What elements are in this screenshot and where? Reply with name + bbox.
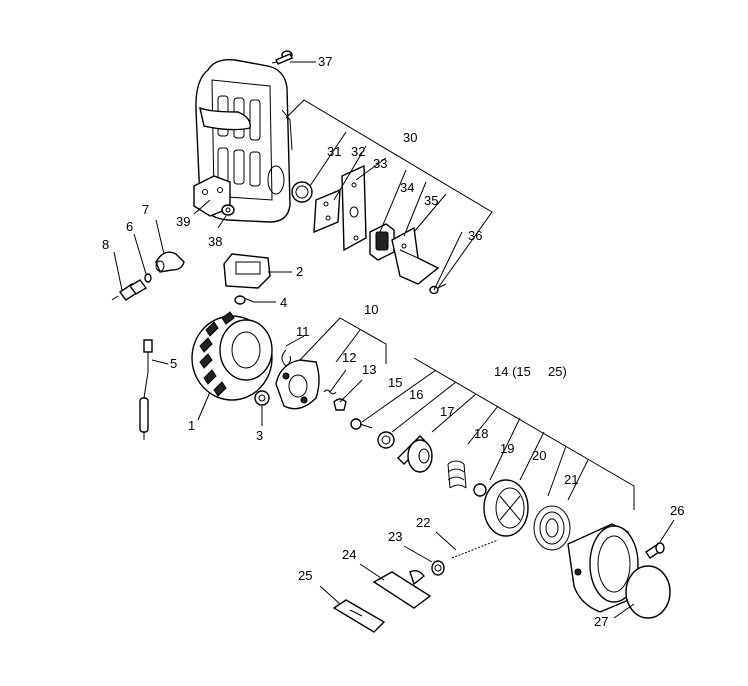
label-34: 34	[400, 180, 414, 195]
label-13: 13	[362, 362, 376, 377]
pulley-part	[483, 479, 529, 537]
screw-part-15	[350, 418, 373, 430]
guard-part	[391, 226, 440, 285]
label-17: 17	[440, 404, 454, 419]
label-14-end: 25)	[548, 364, 567, 379]
label-4: 4	[280, 295, 287, 310]
leader-lines	[113, 61, 675, 619]
label-23: 23	[388, 529, 402, 544]
label-38: 38	[208, 234, 222, 249]
label-18: 18	[474, 426, 488, 441]
spark-plug-part	[111, 279, 148, 301]
label-14: 14 (15	[494, 364, 531, 379]
label-1: 1	[188, 418, 195, 433]
catalyst-part	[369, 223, 395, 261]
pawl-part	[333, 398, 347, 411]
screw-part-26	[645, 542, 665, 559]
callout-labels: 37 30 31 32 33 34 35 36 39 38 7 6 8 2 4 …	[102, 54, 684, 629]
label-31: 31	[327, 144, 341, 159]
washer-part-19	[473, 483, 487, 497]
label-disc-part	[625, 565, 671, 619]
label-16: 16	[409, 387, 423, 402]
screw-part-36	[429, 283, 447, 295]
pawl-carrier-part	[275, 359, 320, 410]
insert-part	[332, 599, 386, 633]
label-11: 11	[296, 324, 310, 339]
label-30: 30	[403, 130, 417, 145]
plug-cap-part	[155, 251, 185, 273]
flywheel-nut-part	[254, 390, 270, 406]
label-35: 35	[424, 193, 438, 208]
label-15: 15	[388, 375, 402, 390]
label-10: 10	[364, 302, 378, 317]
rope-part	[451, 539, 499, 559]
label-36: 36	[468, 228, 482, 243]
washer-part-6	[144, 273, 152, 283]
plate-part	[313, 188, 341, 234]
label-32: 32	[351, 144, 365, 159]
label-26: 26	[670, 503, 684, 518]
wire-part	[139, 339, 153, 440]
label-21: 21	[564, 472, 578, 487]
label-25: 25	[298, 568, 312, 583]
shaft-part	[397, 435, 433, 473]
grommet-part	[431, 560, 445, 576]
label-39: 39	[176, 214, 190, 229]
flywheel-part	[191, 311, 273, 401]
label-33: 33	[373, 156, 387, 171]
label-5: 5	[170, 356, 177, 371]
spring-part-18	[447, 460, 467, 489]
label-6: 6	[126, 219, 133, 234]
recoil-spring-part	[533, 505, 571, 551]
label-27: 27	[594, 614, 608, 629]
label-24: 24	[342, 547, 356, 562]
starter-case-part	[567, 523, 639, 613]
label-7: 7	[142, 202, 149, 217]
washer-part-16	[377, 431, 395, 449]
label-12: 12	[342, 350, 356, 365]
long-plate-part	[341, 164, 367, 252]
label-37: 37	[318, 54, 332, 69]
bolt-part-37	[271, 50, 293, 65]
handle-part	[372, 569, 432, 609]
label-2: 2	[296, 264, 303, 279]
label-19: 19	[500, 441, 514, 456]
gasket-part	[291, 181, 313, 203]
label-22: 22	[416, 515, 430, 530]
ignition-coil-part	[223, 253, 271, 289]
label-20: 20	[532, 448, 546, 463]
label-8: 8	[102, 237, 109, 252]
nut-part	[221, 204, 235, 216]
label-3: 3	[256, 428, 263, 443]
screw-part-4	[234, 295, 255, 305]
